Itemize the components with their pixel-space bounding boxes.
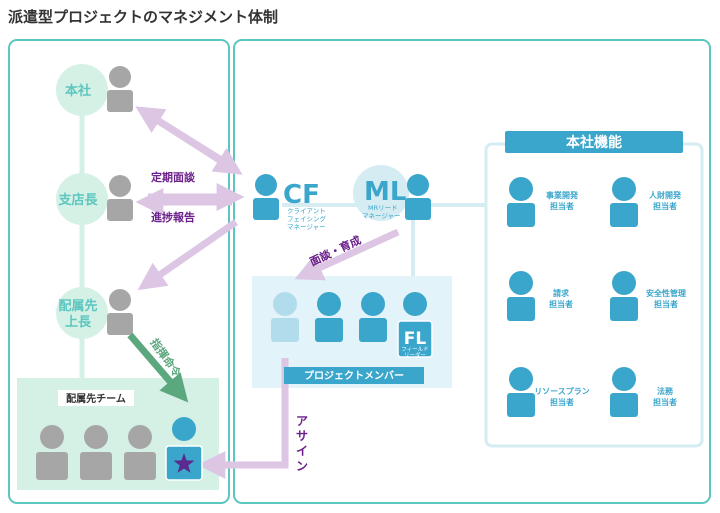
haizoku-label-2: 上長 <box>65 315 92 330</box>
shitencho-node <box>56 173 108 225</box>
hq-item-1-line1: 事業開発 <box>546 190 579 200</box>
shitencho-person-icon <box>107 175 133 221</box>
hq-item-6-line1: 法務 <box>657 386 674 396</box>
hq-title: 本社機能 <box>566 134 622 151</box>
haizoku-person-icon <box>107 289 133 335</box>
teiki-arrow-to-cf <box>144 110 243 175</box>
project-members-label-bg <box>284 367 424 384</box>
hq-item-6-line2: 担当者 <box>653 397 677 407</box>
shitencho-label: 支店長 <box>57 192 98 208</box>
cf-line1: クライアント <box>287 207 326 215</box>
page-title: 派遣型プロジェクトのマネジメント体制 <box>8 8 279 26</box>
hq-item-4-line2: 担当者 <box>654 299 678 309</box>
hq-item-3-line2: 担当者 <box>549 299 573 309</box>
cf-person-icon <box>253 174 279 220</box>
hq-item-2-line2: 担当者 <box>653 201 677 211</box>
haizoku-label-1: 配属先 <box>58 298 97 314</box>
cf-abbr: CF <box>283 180 320 210</box>
project-members-label: プロジェクトメンバー <box>304 369 404 382</box>
hq-person-icon-6 <box>610 367 638 417</box>
ml-line2: マネージャー <box>362 212 401 220</box>
cf-line2: フェイシング <box>287 214 327 223</box>
ml-line1: MRリード <box>368 204 398 212</box>
ml-circle <box>353 165 409 221</box>
star-icon <box>173 453 195 473</box>
team-label-bg <box>58 390 134 406</box>
assign-char-3: イ <box>296 444 308 458</box>
hq-item-1-line2: 担当者 <box>550 201 574 211</box>
fl-line2: リーダー <box>404 351 426 359</box>
assign-arrow <box>197 358 289 479</box>
hq-person-icon-2 <box>610 177 638 227</box>
team-member-icon-2 <box>80 425 112 480</box>
hq-item-5-line1: リソースプラン <box>534 386 590 396</box>
assign-char-1: ア <box>296 414 308 428</box>
haizoku-node <box>56 287 108 339</box>
ml-abbr: ML <box>364 177 406 207</box>
cf-line3: マネージャー <box>287 223 326 231</box>
hq-item-5-line2: 担当者 <box>550 397 574 407</box>
hq-person-icon-1 <box>507 177 535 227</box>
assign-char-2: サ <box>296 429 308 443</box>
hq-person-icon-5 <box>507 367 535 417</box>
fl-abbr: FL <box>404 329 427 349</box>
hq-person-icon-4 <box>610 271 638 321</box>
shinchoku-arrow <box>137 219 238 291</box>
fl-person-icon <box>397 292 433 358</box>
team-label: 配属先チーム <box>66 392 126 405</box>
mendan-arrow <box>294 228 400 281</box>
assign-char-4: ン <box>296 459 308 473</box>
client-panel <box>8 39 230 504</box>
ml-person-icon <box>405 174 431 220</box>
hq-item-3-line1: 請求 <box>553 288 570 298</box>
company-panel <box>233 39 711 504</box>
fl-line1: フィールド <box>401 346 428 353</box>
team-member-icon-3 <box>124 425 156 480</box>
hq-item-2-line1: 人財開発 <box>649 190 682 200</box>
honsha-node <box>56 64 108 116</box>
shiki-arrow <box>127 332 189 403</box>
team-member-icon-1 <box>36 425 68 480</box>
teiki-label: 定期面談 <box>151 170 196 184</box>
hq-item-4-line1: 安全性管理 <box>646 288 686 298</box>
honsha-person-icon <box>107 66 133 112</box>
shinchoku-label: 進捗報告 <box>151 210 195 224</box>
hq-title-bg <box>505 131 683 153</box>
assign-label: ア サ イ ン <box>296 414 308 473</box>
hq-person-icon-3 <box>507 271 535 321</box>
honsha-label: 本社 <box>65 83 91 99</box>
